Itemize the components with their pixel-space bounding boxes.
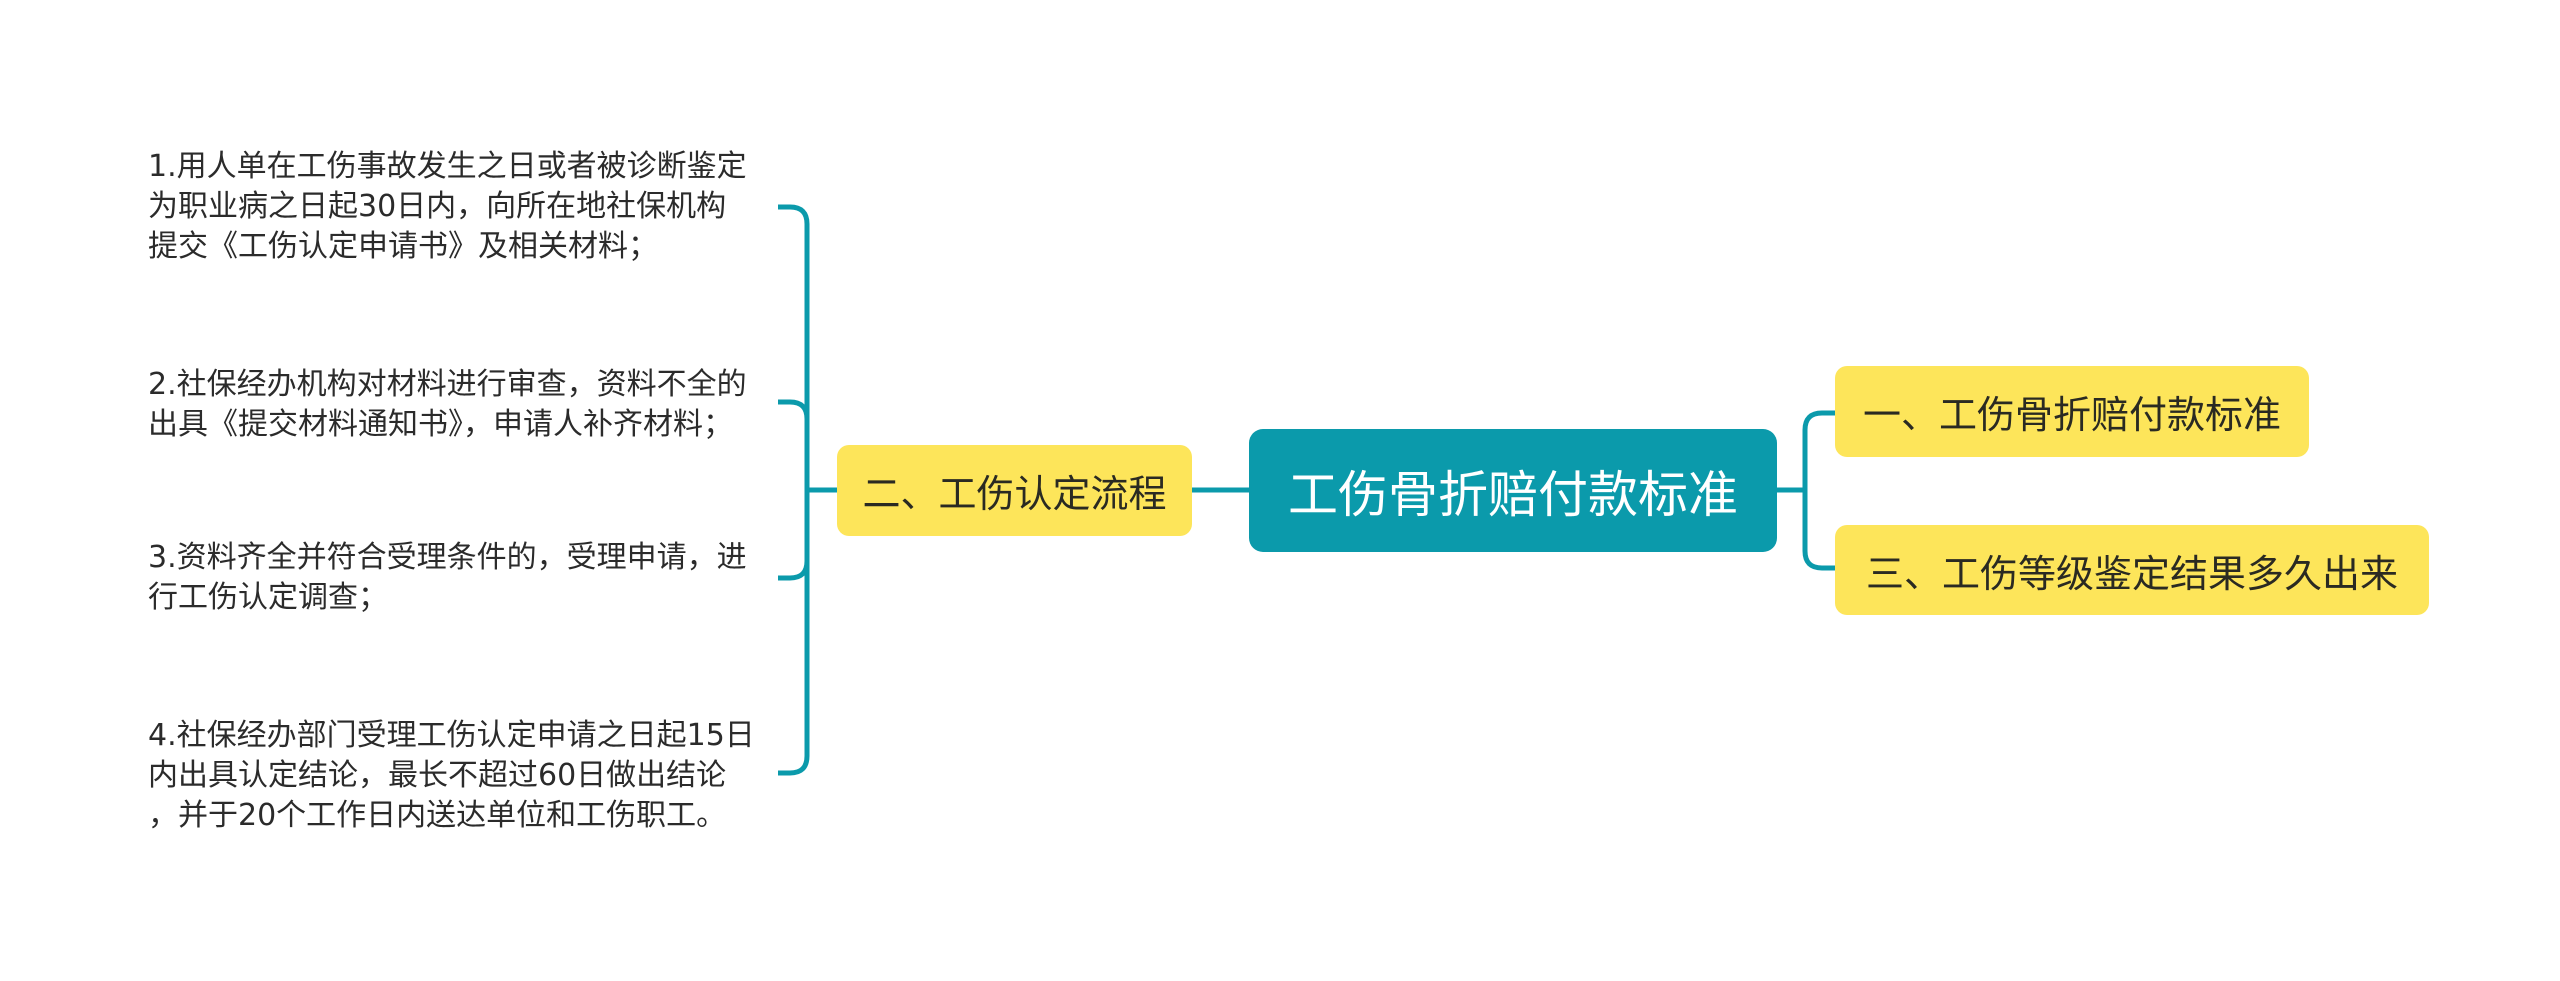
topic-node-identification-process[interactable]: 二、工伤认定流程 (837, 445, 1192, 536)
connector-leaf-3 (778, 560, 810, 581)
connector-leaf-2 (778, 399, 810, 420)
leaf-text-line: 3.资料齐全并符合受理条件的，受理申请，进 (148, 540, 747, 575)
root-node[interactable]: 工伤骨折赔付款标准 (1249, 429, 1777, 552)
leaf-node-step-1[interactable]: 1.用人单在工伤事故发生之日或者被诊断鉴定 为职业病之日起30日内，向所在地社保… (148, 147, 747, 267)
leaf-text-line: 4.社保经办部门受理工伤认定申请之日起15日 (148, 718, 755, 753)
leaf-text-line: 提交《工伤认定申请书》及相关材料； (148, 229, 658, 264)
topic-label: 三、工伤等级鉴定结果多久出来 (1865, 551, 2398, 596)
topic-label: 二、工伤认定流程 (862, 472, 1167, 516)
leaf-node-step-3[interactable]: 3.资料齐全并符合受理条件的，受理申请，进 行工伤认定调查； (148, 538, 747, 618)
connector-left-bracket (778, 204, 810, 776)
topic-node-grade-result-time[interactable]: 三、工伤等级鉴定结果多久出来 (1835, 525, 2429, 615)
connector-right-bracket (1802, 410, 1835, 571)
leaf-text-line: 2.社保经办机构对材料进行审查，资料不全的 (148, 367, 747, 402)
leaf-node-step-4[interactable]: 4.社保经办部门受理工伤认定申请之日起15日 内出具认定结论，最长不超过60日做… (148, 716, 755, 836)
leaf-node-step-2[interactable]: 2.社保经办机构对材料进行审查，资料不全的 出具《提交材料通知书》，申请人补齐材… (148, 365, 747, 445)
leaf-text-line: 出具《提交材料通知书》，申请人补齐材料； (148, 407, 733, 442)
topic-label: 一、工伤骨折赔付款标准 (1862, 393, 2281, 437)
leaf-text-line: 行工伤认定调查； (148, 580, 388, 615)
leaf-text-line: ，并于20个工作日内送达单位和工伤职工。 (148, 798, 727, 833)
leaf-text-line: 为职业病之日起30日内，向所在地社保机构 (148, 189, 727, 224)
leaf-text-line: 1.用人单在工伤事故发生之日或者被诊断鉴定 (148, 149, 747, 184)
leaf-text-line: 内出具认定结论，最长不超过60日做出结论 (148, 758, 727, 793)
root-node-label: 工伤骨折赔付款标准 (1288, 465, 1738, 524)
topic-node-compensation-standard[interactable]: 一、工伤骨折赔付款标准 (1835, 366, 2309, 457)
